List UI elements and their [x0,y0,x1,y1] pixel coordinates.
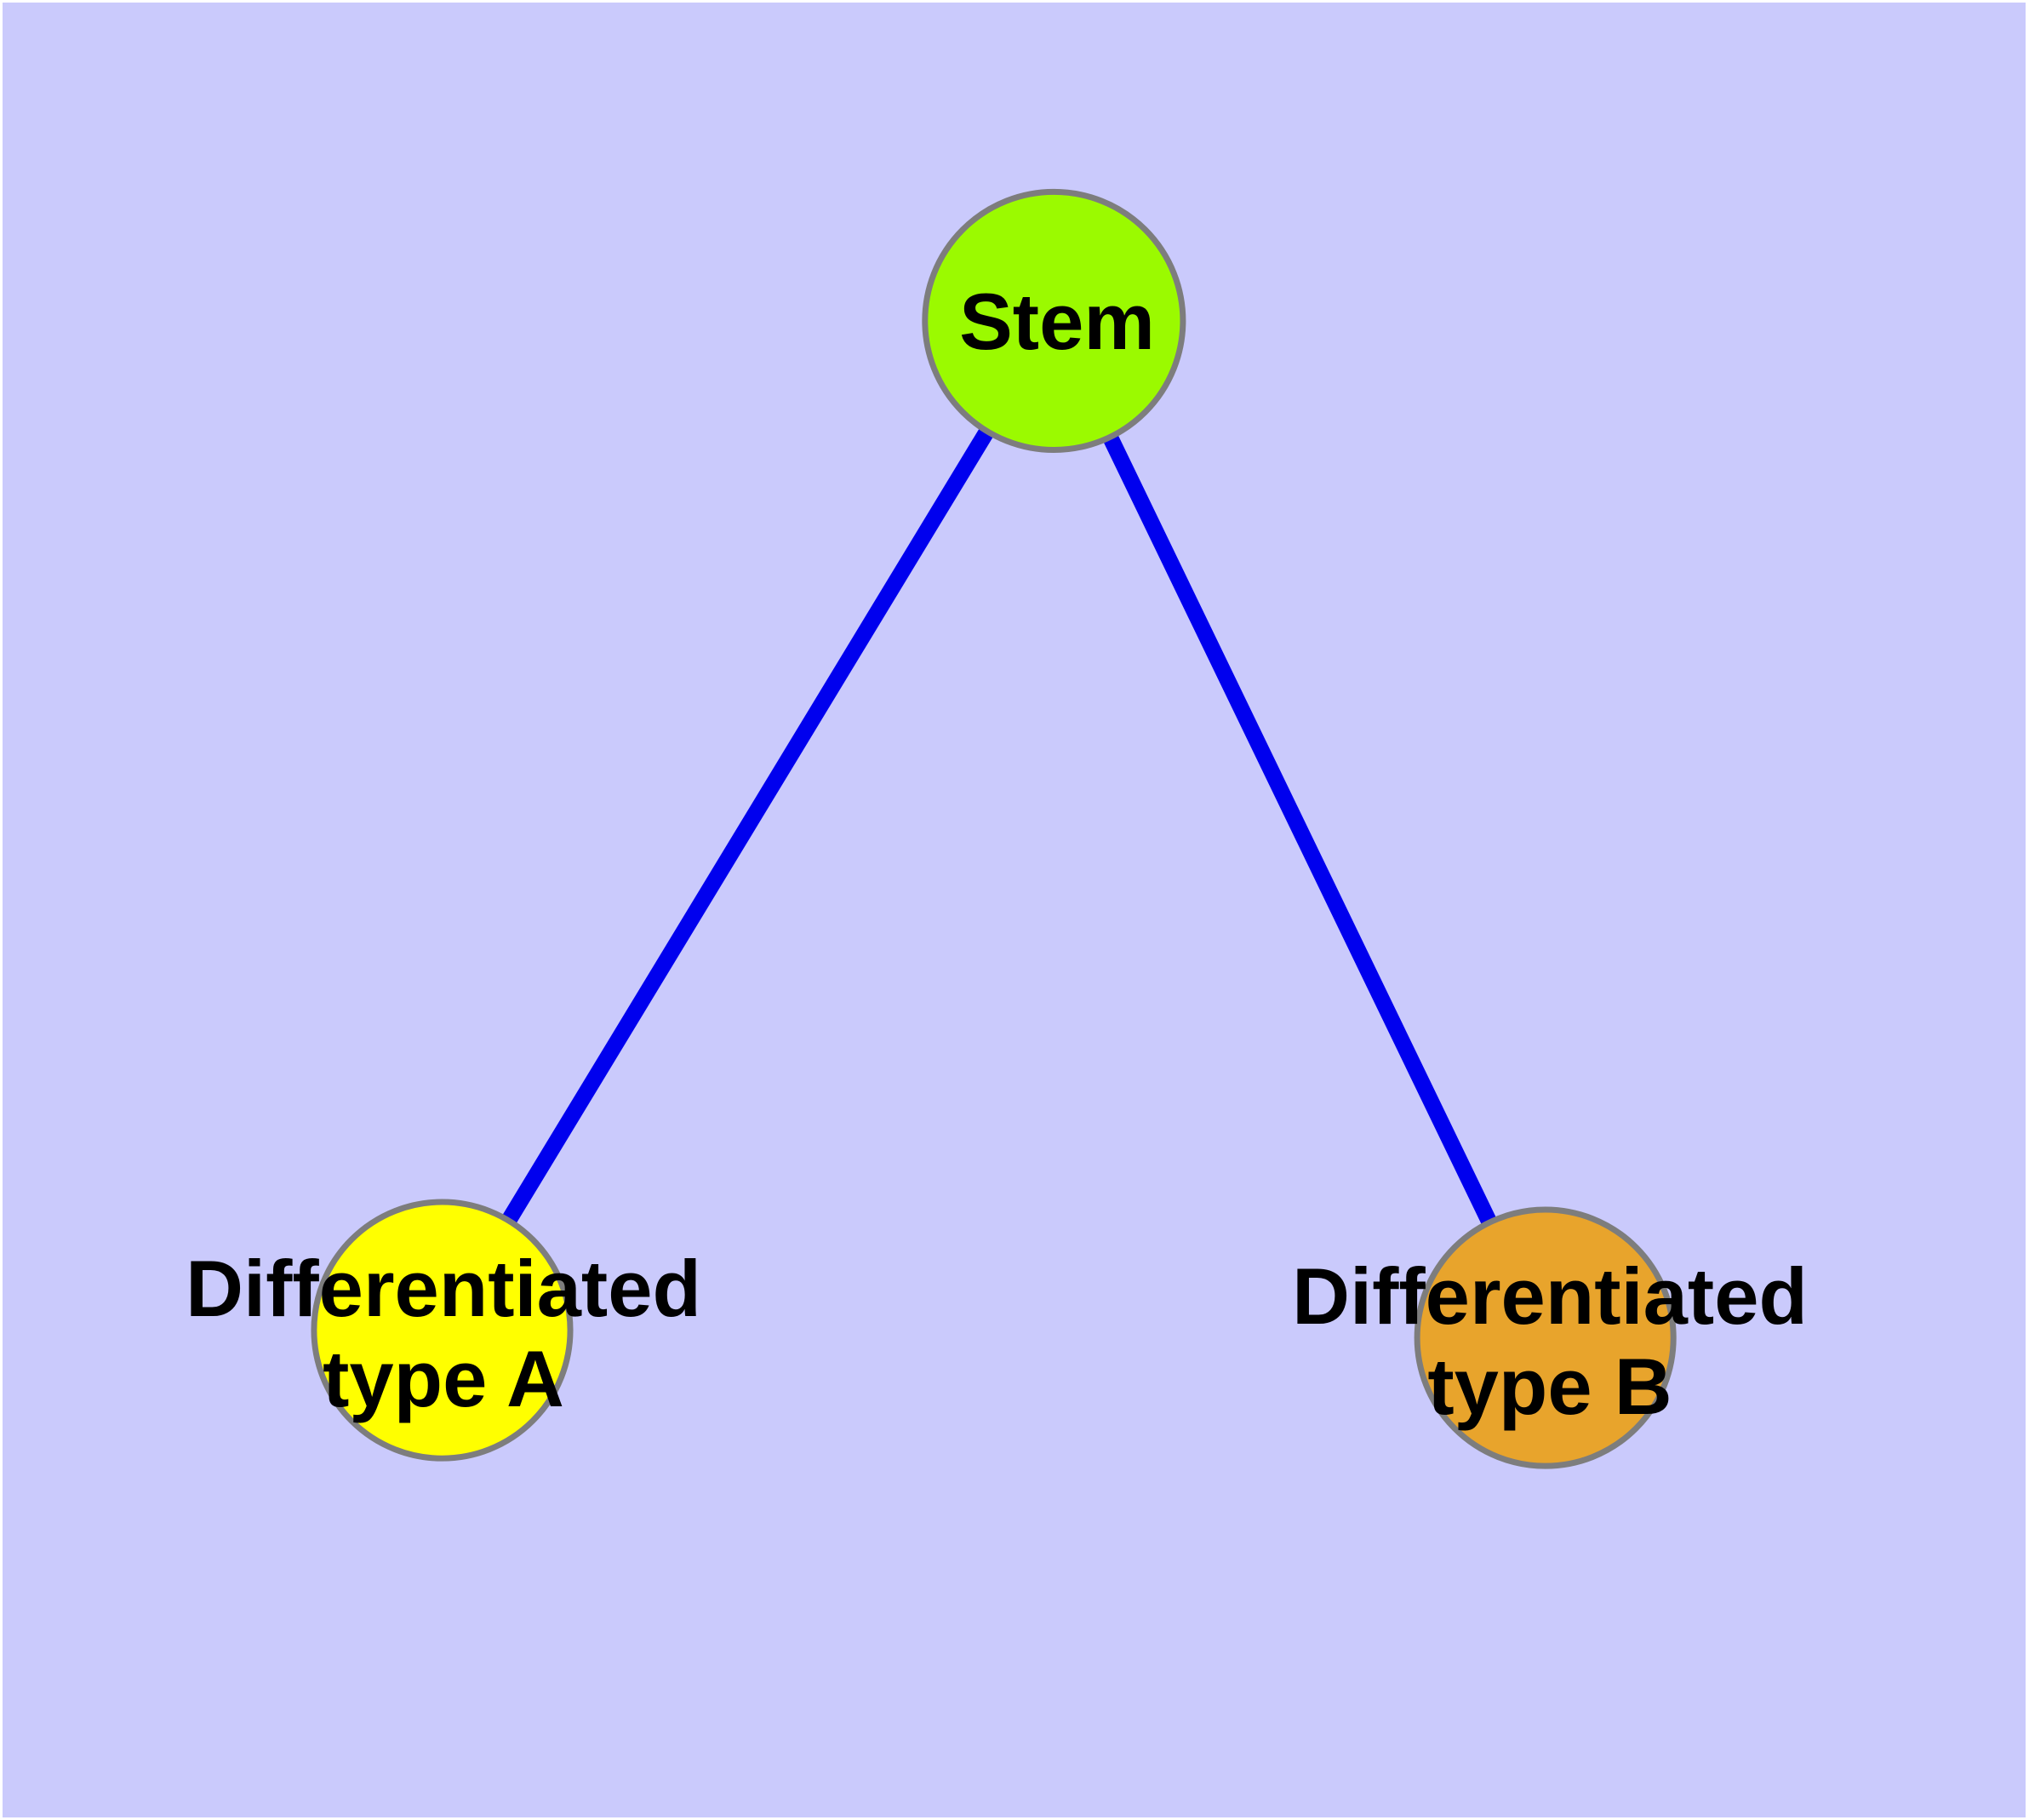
nodes-layer [311,188,1677,1469]
edge-line-stem-to-differentiated-type-a [435,317,1061,1335]
edge-line-stem-to-differentiated-type-b [1046,317,1553,1342]
node-circle-differentiated-type-a [311,1199,574,1462]
node-circle-stem [922,188,1186,454]
node-circle-differentiated-type-b [1414,1206,1677,1469]
graph-svg [311,188,1677,1469]
edges-layer [435,317,1553,1342]
